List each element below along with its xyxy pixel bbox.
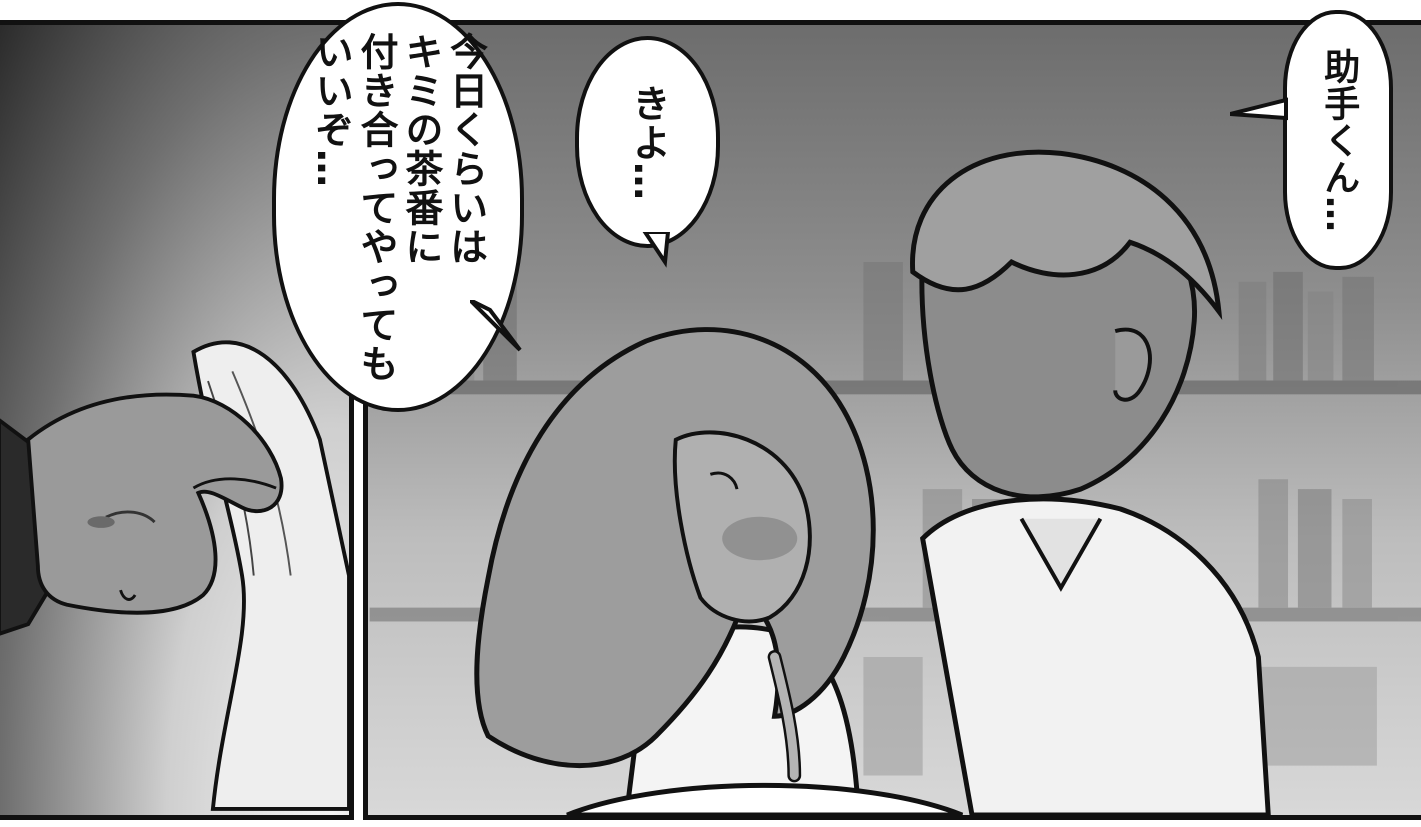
- girl-hair: [474, 327, 876, 768]
- boy-hair: [910, 149, 1223, 320]
- boy-figure: [910, 149, 1271, 815]
- speech-bubble-girl: きよ…: [575, 36, 720, 248]
- girl-figure: [474, 327, 876, 815]
- girl-dialogue: きよ…: [625, 83, 670, 201]
- boy-ear: [1113, 327, 1152, 402]
- bottom-bubble-edge: [566, 782, 964, 815]
- library-illustration: [369, 149, 1421, 815]
- speech-bubble-mentor-tail: [470, 300, 522, 352]
- assistant-dialogue: 助手くん…: [1318, 47, 1360, 233]
- speech-bubble-assistant-tail: [1230, 97, 1288, 121]
- panel-library-scene: [363, 20, 1421, 820]
- hand: [26, 392, 284, 615]
- speech-bubble-assistant: 助手くん…: [1283, 10, 1393, 270]
- speech-bubble-girl-tail: [642, 232, 671, 268]
- sleeve-tug-illustration: [0, 340, 349, 811]
- mentor-dialogue: 今日くらいは キミの茶番に 付き合ってやっても いいぞ…: [309, 31, 488, 383]
- boy-shirt: [919, 496, 1271, 815]
- speech-bubble-mentor: 今日くらいは キミの茶番に 付き合ってやっても いいぞ…: [272, 2, 524, 412]
